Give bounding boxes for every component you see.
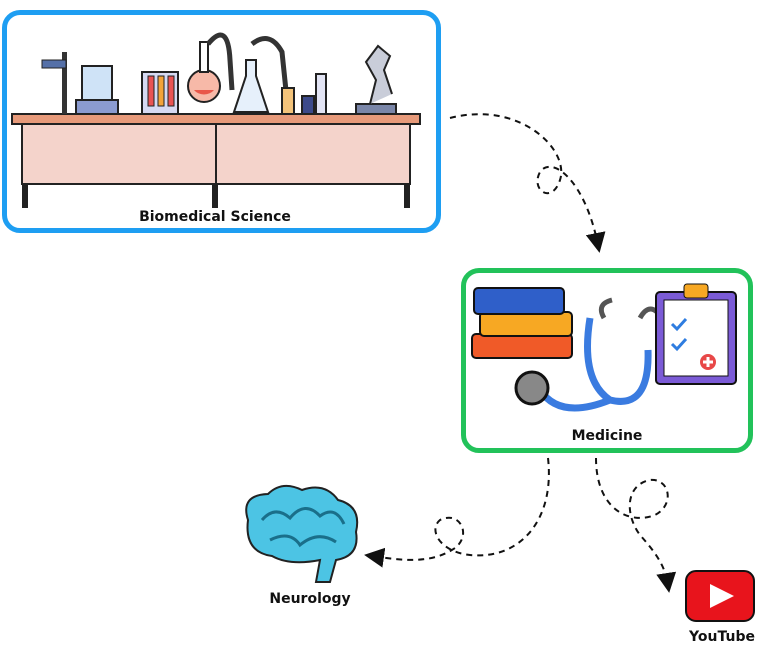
brain-icon [245,484,359,583]
connector-arrows [364,113,677,593]
medicine-label: Medicine [571,428,643,444]
youtube-label: YouTube [689,629,755,645]
arrow-medicine-to-youtube [595,457,677,593]
neurology-label: Neurology [269,591,351,607]
medicine-illustration [471,283,737,412]
arrow-biomedical-to-medicine [449,113,606,253]
lab-bench-illustration [11,32,421,208]
youtube-play-icon [685,570,755,622]
biomedical-science-label: Biomedical Science [139,209,291,225]
arrow-medicine-to-neurology [364,457,550,568]
